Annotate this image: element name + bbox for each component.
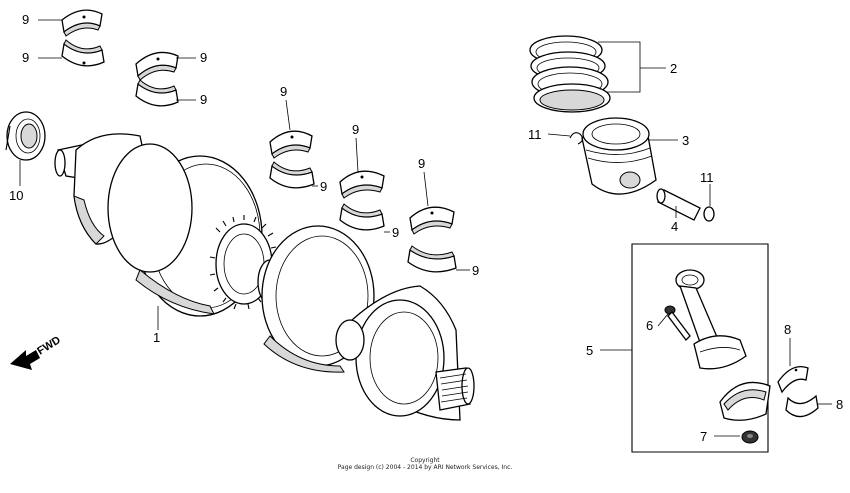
oil-seal[interactable]: [5, 111, 46, 161]
callout-rod-bearing-lower: 8: [836, 397, 843, 412]
connecting-rod-bolt[interactable]: [664, 305, 691, 341]
callout-crankshaft: 1: [153, 330, 160, 345]
callout-bearing-j: 9: [472, 263, 479, 278]
bearing-shell-center-2[interactable]: [269, 161, 315, 189]
bearing-shell-mid-1[interactable]: [135, 51, 179, 81]
forward-label: FWD: [35, 334, 63, 357]
bearing-shell-top-left-1[interactable]: [61, 9, 103, 37]
callout-pin-clip-right: 11: [700, 170, 714, 185]
callout-connecting-rod: 5: [586, 343, 593, 358]
forward-arrow-icon: [10, 350, 40, 370]
callout-bearing-d: 9: [200, 92, 207, 107]
piston-pin-clip-right[interactable]: [703, 206, 715, 222]
callout-bearing-c: 9: [200, 50, 207, 65]
copyright-label: Copyright: [410, 457, 440, 464]
callout-piston: 3: [682, 133, 689, 148]
bearing-shell-center-4[interactable]: [339, 203, 385, 231]
bearing-shell-top-left-2[interactable]: [61, 39, 105, 67]
callout-piston-pin: 4: [671, 219, 678, 234]
piston[interactable]: [581, 117, 657, 195]
callout-bearing-f: 9: [320, 179, 327, 194]
connecting-rod[interactable]: [675, 269, 747, 370]
callout-bearing-b: 9: [22, 50, 29, 65]
callout-bearing-g: 9: [352, 122, 359, 137]
callout-bearing-h: 9: [392, 225, 399, 240]
piston-pin[interactable]: [656, 188, 701, 221]
callout-rod-bearing-upper: 8: [784, 322, 791, 337]
bearing-shell-center-3[interactable]: [339, 170, 385, 199]
piston-rings[interactable]: [529, 35, 611, 113]
connecting-rod-cap[interactable]: [719, 381, 771, 421]
bearing-shell-center-5[interactable]: [409, 206, 455, 235]
callout-pin-clip-left: 11: [528, 127, 542, 142]
callout-bearing-i: 9: [418, 156, 425, 171]
callout-piston-rings: 2: [670, 61, 677, 76]
rod-bearing-shell-upper[interactable]: [777, 365, 809, 394]
bearing-shell-center-1[interactable]: [269, 130, 313, 159]
callout-rod-bolt: 6: [646, 318, 653, 333]
callout-bearing-a: 9: [22, 12, 29, 27]
bearing-shell-center-6[interactable]: [407, 245, 457, 273]
piston-pin-clip-left[interactable]: [569, 132, 584, 145]
rod-bearing-shell-lower[interactable]: [785, 394, 819, 418]
callout-oil-seal: 10: [9, 188, 23, 203]
bearing-shell-mid-2[interactable]: [135, 79, 179, 107]
connecting-rod-nut[interactable]: [741, 430, 759, 444]
forward-direction-indicator: FWD: [10, 334, 63, 370]
callout-rod-nut: 7: [700, 429, 707, 444]
crankshaft[interactable]: [54, 133, 475, 421]
copyright-notice: Page design (c) 2004 - 2014 by ARI Netwo…: [338, 464, 513, 471]
connecting-rod-group-bracket: [631, 243, 769, 453]
callout-bearing-e: 9: [280, 84, 287, 99]
leader-lines: [19, 19, 832, 437]
callout-labels: 9 9 9 9 9 9 9 9 9 9 10 1 2 3 11 11 4 5 6…: [9, 12, 843, 444]
